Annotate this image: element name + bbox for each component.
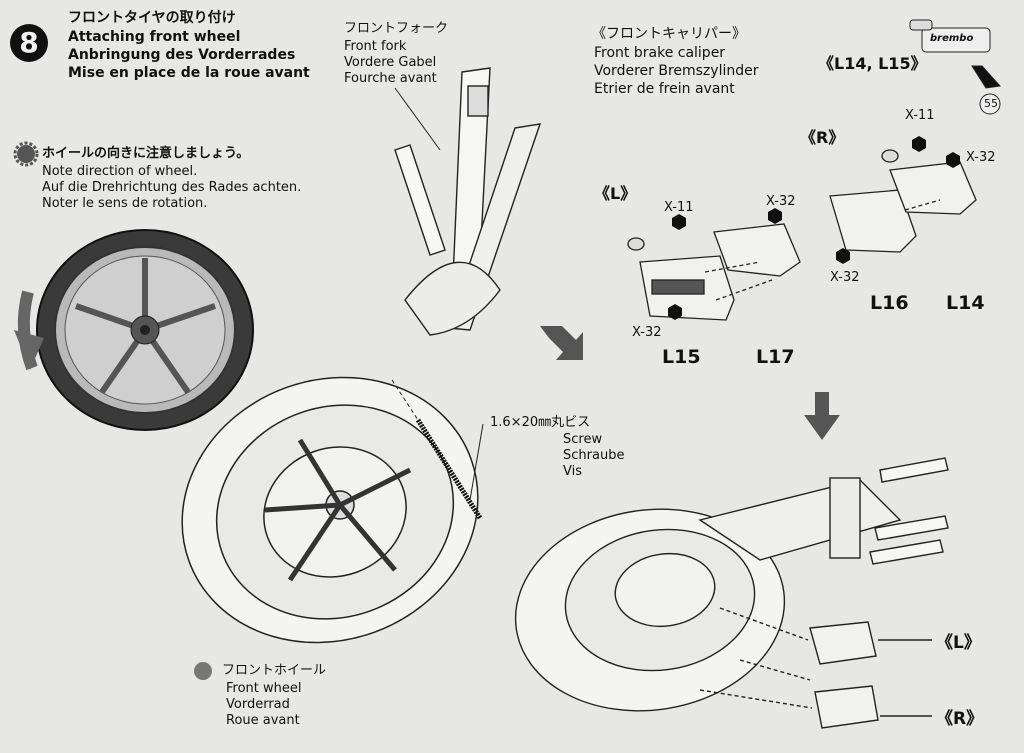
part-x11-l: X-11 (664, 200, 694, 215)
fork-label-en: Front fork (344, 39, 407, 54)
group-label-l: 《L》 (594, 184, 637, 203)
screw-drawing (391, 379, 484, 520)
part-l17: L17 (756, 346, 795, 368)
wheel-part-icon (194, 662, 212, 680)
part-x32-r-bottom: X-32 (830, 270, 860, 285)
step-number-badge: 8 (10, 24, 48, 62)
fork-label-jp: フロントフォーク (344, 21, 449, 36)
front-fork-drawing (394, 67, 542, 336)
step-title-jp: フロントタイヤの取り付け (68, 10, 236, 26)
caliper-r-exploded-drawing (829, 149, 977, 253)
assembled-label-l: 《L》 (936, 633, 981, 653)
fork-label-de: Vordere Gabel (344, 55, 437, 70)
screw-label-fr: Vis (563, 464, 582, 479)
caliper-title-fr: Etrier de frein avant (594, 81, 735, 97)
part-l14: L14 (946, 292, 985, 314)
part-ref-l14-l15: 《L14, L15》 (818, 54, 927, 73)
wheel-label-de: Vorderrad (226, 697, 290, 712)
part-l16: L16 (870, 292, 909, 314)
step-title-fr: Mise en place de la roue avant (68, 65, 310, 81)
screw-label-de: Schraube (563, 448, 625, 463)
hex-markers (668, 136, 960, 320)
wheel-label-jp: フロントホイール (222, 663, 327, 678)
part-l15: L15 (662, 346, 701, 368)
step-title-de: Anbringung des Vorderrades (68, 47, 296, 63)
note-de: Auf die Drehrichtung des Rades achten. (42, 180, 302, 195)
wheel-direction-inset (14, 229, 254, 431)
process-arrow-down (804, 392, 840, 440)
caliper-l-exploded-drawing (627, 223, 801, 321)
gear-icon (13, 141, 39, 167)
brand-logo: brembo (930, 33, 974, 44)
caliper-title-en: Front brake caliper (594, 45, 726, 61)
process-arrow-diagonal (540, 326, 583, 360)
note-jp: ホイールの向きに注意しましょう。 (42, 146, 250, 161)
front-wheel-drawing (181, 376, 479, 644)
group-label-r: 《R》 (800, 128, 845, 147)
assembled-view-drawing (514, 457, 949, 729)
part-x32-l-bottom: X-32 (632, 325, 662, 340)
part-x32-r-top: X-32 (966, 150, 996, 165)
step-title-en: Attaching front wheel (68, 29, 241, 45)
part-x32-l-top: X-32 (766, 194, 796, 209)
wheel-label-fr: Roue avant (226, 713, 300, 728)
wheel-label-en: Front wheel (226, 681, 302, 696)
part-x11-r: X-11 (905, 108, 935, 123)
reference-number: 55 (984, 97, 998, 110)
assembled-label-r: 《R》 (936, 709, 984, 729)
caliper-title-jp: 《フロントキャリパー》 (592, 26, 746, 42)
caliper-reference-drawing (909, 19, 1001, 115)
screw-label-en: Screw (563, 432, 603, 447)
screw-label-jp: 1.6×20㎜丸ビス (490, 415, 591, 430)
note-en: Note direction of wheel. (42, 164, 198, 179)
fork-label-fr: Fourche avant (344, 71, 437, 86)
caliper-title-de: Vorderer Bremszylinder (594, 63, 759, 79)
note-fr: Noter le sens de rotation. (42, 196, 208, 211)
